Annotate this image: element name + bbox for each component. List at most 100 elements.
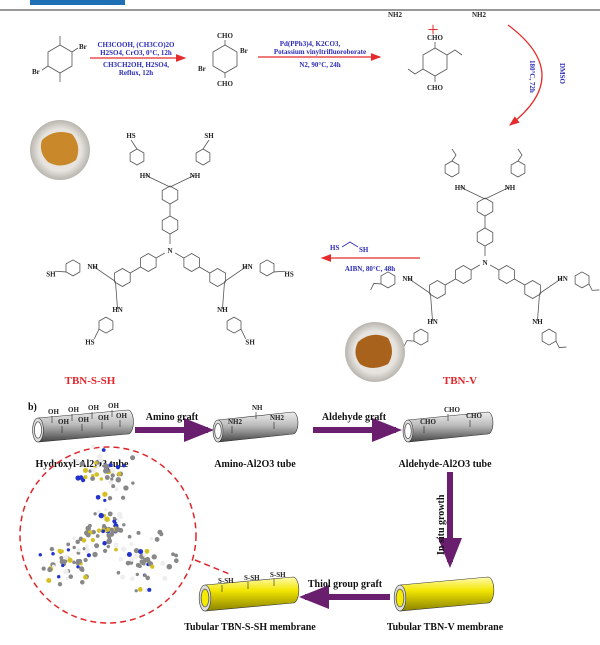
atom (75, 458, 80, 464)
atom (67, 557, 73, 563)
ring (524, 280, 541, 299)
atom (79, 566, 85, 572)
tbn-v-membrane-tube (393, 576, 495, 612)
arrow-label: Amino graft (146, 412, 199, 423)
surface-group: CHO (420, 418, 437, 426)
amine-label: NH2 (472, 11, 487, 19)
atom (122, 464, 126, 468)
arrow-label: In situ growth (436, 494, 447, 555)
ring (195, 148, 211, 166)
atom (134, 589, 138, 593)
header-tab (30, 0, 125, 5)
surface-group: OH (78, 416, 89, 424)
ring (498, 265, 515, 284)
atom (117, 471, 122, 476)
atom (114, 526, 121, 533)
atom (110, 473, 115, 478)
atom (72, 545, 76, 550)
group-label: NH (87, 263, 98, 271)
atom (99, 477, 104, 481)
tbn-v-photo (345, 322, 405, 382)
atom (101, 448, 106, 452)
atom (82, 467, 89, 473)
atom (133, 553, 139, 560)
atom (94, 461, 98, 465)
atom (123, 485, 129, 491)
ring (574, 271, 590, 289)
atom (51, 551, 55, 556)
molecular-model-zoom (19, 444, 233, 624)
solvent-text: DMSO (558, 63, 566, 85)
atom (130, 455, 136, 461)
atom (63, 554, 69, 560)
substituent-label: CHO (217, 80, 234, 88)
atom (114, 487, 119, 492)
atom (150, 564, 155, 569)
ring (476, 227, 494, 247)
reagent-text: HS (330, 244, 339, 252)
group-label: N (482, 259, 487, 267)
group-label: HN (140, 172, 151, 180)
ring (429, 280, 446, 299)
ring (183, 253, 200, 272)
surface-group: OH (88, 404, 99, 412)
substituent-label: CHO (427, 84, 444, 92)
substituent-label: CHO (217, 32, 234, 40)
ring (114, 268, 131, 287)
atom (102, 540, 107, 546)
atom (135, 572, 139, 577)
atom (72, 536, 76, 541)
plus-sign: + (427, 19, 438, 41)
atom (97, 509, 101, 514)
surface-group: S-SH (270, 571, 286, 579)
atom (133, 547, 140, 554)
substituent-label: Br (240, 47, 248, 55)
atom (49, 546, 55, 552)
atom (112, 518, 118, 524)
group-label: HN (427, 318, 438, 326)
atom (145, 556, 151, 563)
group-label: SH (204, 132, 214, 140)
amine-label: NH2 (388, 11, 403, 19)
group-label: SH (245, 338, 255, 346)
ring (510, 160, 526, 178)
condition-text: CH3CH2OH, H2SO4, (103, 61, 169, 69)
substituent-label: Br (79, 43, 87, 51)
group-label: NH (217, 306, 228, 314)
atom (107, 496, 113, 501)
group-label: N (167, 247, 172, 255)
atom (96, 465, 100, 469)
tbn-v-label: TBN-V (443, 375, 477, 387)
atom (101, 529, 105, 534)
atom (63, 569, 69, 575)
atom (91, 444, 95, 449)
ring (209, 268, 226, 287)
atom (120, 495, 126, 500)
surface-group: OH (68, 406, 79, 414)
atom (149, 536, 154, 541)
atom (83, 475, 88, 480)
atom (131, 481, 135, 485)
substituent-label: Br (198, 65, 206, 73)
atom (127, 534, 132, 539)
ring (129, 148, 145, 166)
atom (125, 560, 131, 566)
atom (174, 553, 179, 558)
ring (140, 253, 157, 272)
atom (66, 542, 71, 547)
atom (88, 469, 92, 473)
atom (116, 511, 123, 517)
atom (144, 548, 150, 554)
atom (108, 479, 114, 485)
atom (47, 567, 53, 573)
atom (104, 475, 110, 480)
ring (65, 259, 81, 277)
atom (57, 548, 62, 554)
surface-group: NH2 (270, 414, 285, 422)
condition-text: 180°C, 72h (528, 60, 536, 93)
atom (93, 512, 97, 516)
surface-group: OH (98, 414, 109, 422)
